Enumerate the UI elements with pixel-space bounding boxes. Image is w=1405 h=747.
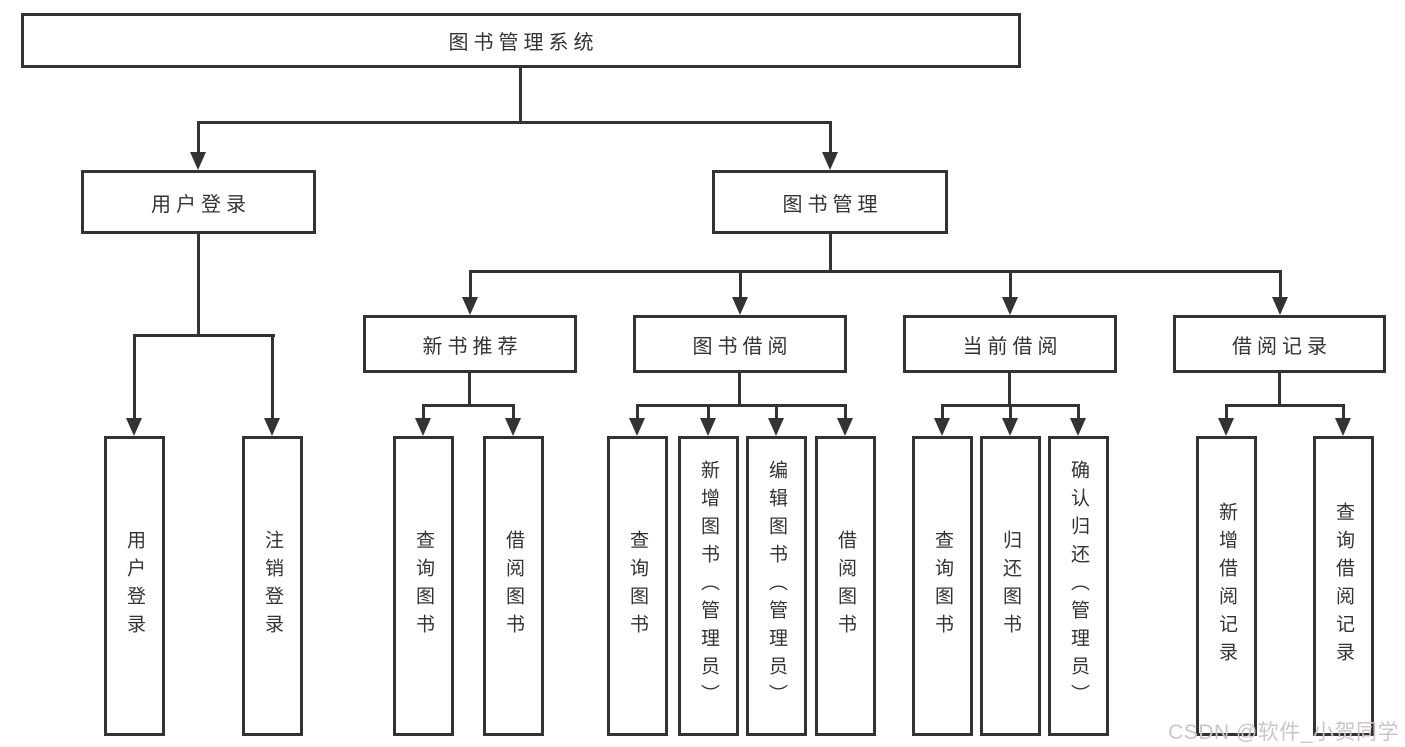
arrowhead [629, 418, 645, 436]
node-root-system: 图书管理系统 [21, 13, 1021, 68]
arrowhead [1070, 418, 1086, 436]
leaf-cb-return-books-label: 归还图书 [1000, 530, 1021, 642]
connector-line [512, 404, 515, 420]
connector-line [133, 334, 275, 337]
arrowhead [1218, 418, 1234, 436]
csdn-watermark: CSDN @软件_小贺同学 [1168, 721, 1399, 744]
connector-line [469, 270, 472, 298]
leaf-bb-add-book-admin-label: 新增图书（管理员） [698, 460, 719, 712]
node-current-borrowing: 当前借阅 [903, 315, 1117, 373]
leaf-br-add-record-label: 新增借阅记录 [1216, 502, 1237, 670]
connector-line [775, 404, 778, 420]
connector-line [1225, 404, 1345, 407]
node-new-book-recommend: 新书推荐 [363, 315, 577, 373]
connector-line [469, 270, 1282, 273]
leaf-bb-query-books-label: 查询图书 [627, 530, 648, 642]
connector-line [197, 234, 200, 337]
leaf-user-login-label: 用户登录 [124, 530, 145, 642]
connector-line [1342, 404, 1345, 420]
connector-line [829, 121, 832, 155]
arrowhead [190, 152, 206, 170]
connector-line [1009, 270, 1012, 298]
connector-line [829, 234, 832, 273]
connector-line [1009, 404, 1012, 420]
leaf-bb-add-book-admin: 新增图书（管理员） [678, 436, 739, 736]
node-book-borrowing: 图书借阅 [633, 315, 847, 373]
connector-line [422, 404, 515, 407]
leaf-br-query-record-label: 查询借阅记录 [1333, 502, 1354, 670]
leaf-nb-query-books: 查询图书 [393, 436, 454, 736]
leaf-cb-return-books: 归还图书 [980, 436, 1041, 736]
connector-line [1225, 404, 1228, 420]
leaf-br-query-record: 查询借阅记录 [1313, 436, 1374, 736]
node-borrowing-records: 借阅记录 [1173, 315, 1386, 373]
leaf-nb-query-books-label: 查询图书 [413, 530, 434, 642]
arrowhead [505, 418, 521, 436]
node-book-management-label: 图书管理 [782, 193, 883, 216]
arrowhead [126, 418, 142, 436]
connector-line [133, 334, 136, 419]
arrowhead [1002, 297, 1018, 315]
node-borrowing-records-label: 借阅记录 [1232, 335, 1332, 358]
node-root-label: 图书管理系统 [448, 32, 599, 54]
connector-line [519, 68, 522, 124]
leaf-user-login: 用户登录 [104, 436, 165, 736]
leaf-bb-query-books: 查询图书 [607, 436, 668, 736]
leaf-cb-query-books: 查询图书 [912, 436, 973, 736]
arrowhead [837, 418, 853, 436]
node-user-login-label: 用户登录 [151, 193, 251, 216]
leaf-nb-borrow-books: 借阅图书 [483, 436, 544, 736]
connector-line [844, 404, 847, 420]
leaf-logout: 注销登录 [242, 436, 303, 736]
leaf-bb-edit-book-admin: 编辑图书（管理员） [746, 436, 807, 736]
connector-line [271, 334, 274, 419]
arrowhead [934, 418, 950, 436]
arrowhead [462, 297, 478, 315]
arrowhead [1272, 297, 1288, 315]
connector-line [636, 404, 846, 407]
arrowhead [822, 152, 838, 170]
arrowhead [732, 297, 748, 315]
connector-line [422, 404, 425, 420]
arrowhead [1335, 418, 1351, 436]
node-book-borrowing-label: 图书借阅 [692, 335, 793, 358]
arrowhead [264, 418, 280, 436]
arrowhead [1002, 418, 1018, 436]
leaf-nb-borrow-books-label: 借阅图书 [503, 530, 524, 642]
node-new-book-recommend-label: 新书推荐 [422, 335, 523, 358]
node-book-management: 图书管理 [712, 170, 948, 234]
leaf-cb-query-books-label: 查询图书 [932, 530, 953, 642]
connector-line [941, 404, 944, 420]
connector-line [197, 121, 832, 124]
node-current-borrowing-label: 当前借阅 [962, 335, 1063, 358]
arrowhead [700, 418, 716, 436]
connector-line [1279, 270, 1282, 298]
connector-line [738, 373, 741, 407]
connector-line [636, 404, 639, 420]
leaf-cb-confirm-return-admin-label: 确认归还（管理员） [1068, 460, 1089, 712]
connector-line [468, 373, 471, 407]
leaf-bb-edit-book-admin-label: 编辑图书（管理员） [766, 460, 787, 712]
connector-line [739, 270, 742, 298]
connector-line [1008, 373, 1011, 407]
connector-line [1077, 404, 1080, 420]
node-user-login: 用户登录 [81, 170, 316, 234]
leaf-bb-borrow-books-label: 借阅图书 [835, 530, 856, 642]
leaf-cb-confirm-return-admin: 确认归还（管理员） [1048, 436, 1109, 736]
arrowhead [415, 418, 431, 436]
leaf-bb-borrow-books: 借阅图书 [815, 436, 876, 736]
leaf-logout-label: 注销登录 [262, 530, 283, 642]
connector-line [197, 121, 200, 155]
connector-line [1278, 373, 1281, 407]
connector-line [707, 404, 710, 420]
arrowhead [768, 418, 784, 436]
leaf-br-add-record: 新增借阅记录 [1196, 436, 1257, 736]
